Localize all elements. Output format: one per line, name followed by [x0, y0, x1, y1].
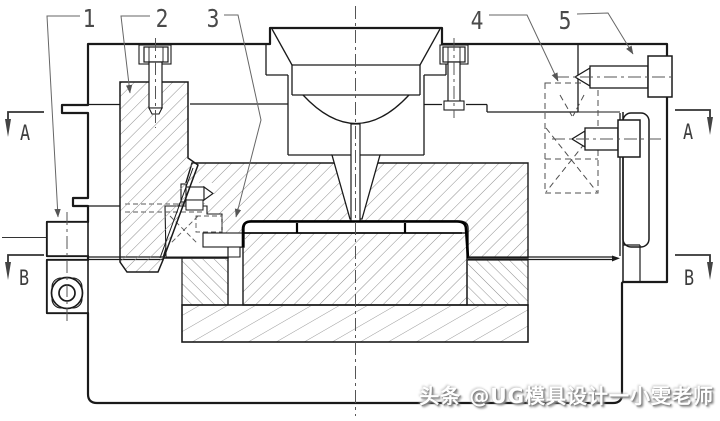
center-lines [66, 6, 676, 416]
callout-4: 4 [471, 6, 484, 35]
callout-5-leader [576, 12, 634, 55]
slider-block [119, 81, 199, 273]
section-marker-a-right: A [675, 109, 713, 145]
svg-text:A: A [683, 120, 694, 144]
core-pocket-right [466, 259, 529, 306]
slider-screw [138, 44, 172, 115]
section-marker-b-left: B [5, 254, 44, 291]
parting-line-right [468, 255, 620, 262]
callout-4-leader [489, 14, 559, 82]
callout-3: 3 [207, 4, 220, 33]
callout-2-leader [120, 15, 150, 94]
callout-leaders [46, 12, 634, 218]
core-shoulder-step [202, 232, 244, 248]
molded-part [241, 220, 470, 259]
section-marker-b-right: B [675, 254, 713, 291]
watermark-text: 头条 @UG模具设计一小雯老师 [419, 384, 714, 408]
svg-text:B: B [19, 266, 29, 290]
callout-2: 2 [156, 4, 169, 33]
core-pocket-left [181, 257, 229, 306]
svg-text:A: A [20, 121, 31, 145]
right-end-block [622, 112, 650, 282]
callout-5: 5 [559, 6, 572, 35]
callout-3-leader [224, 14, 262, 218]
section-marker-a-left: A [5, 111, 44, 146]
callout-1: 1 [83, 4, 96, 33]
callout-1-leader [46, 15, 80, 218]
svg-text:B: B [684, 266, 694, 290]
